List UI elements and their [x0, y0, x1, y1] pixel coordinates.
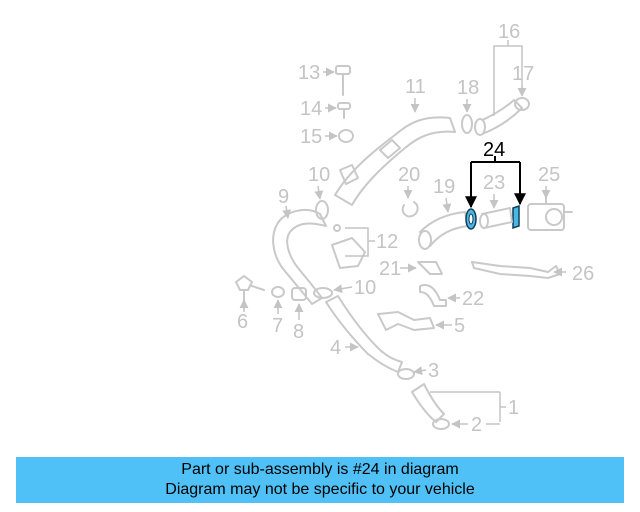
- part-11-intake-pipe: [334, 116, 456, 206]
- leader-12: [345, 227, 369, 257]
- part-22-bracket: [419, 284, 447, 307]
- part-14-stud: [337, 102, 351, 119]
- parts-diagram: 16 17 18 13 14 15 11 10 20 23 25 19 9 12…: [235, 21, 594, 436]
- leader-9: [282, 205, 292, 219]
- callout-4: 4: [330, 337, 341, 359]
- callout-3: 3: [428, 360, 439, 382]
- leader-10a: [314, 185, 324, 200]
- part-2-clamp: [432, 418, 450, 430]
- callout-6: 6: [237, 311, 248, 333]
- part-21-bracket: [417, 261, 443, 275]
- callout-25: 25: [538, 164, 560, 186]
- part-16-hose: [474, 99, 523, 136]
- callout-10-lower: 10: [354, 277, 376, 299]
- part-18-clamp: [461, 114, 473, 134]
- part-5-bracket: [377, 311, 435, 331]
- callout-10-upper: 10: [308, 164, 330, 186]
- part-17-oring: [514, 97, 530, 111]
- info-banner: Part or sub-assembly is #24 in diagram D…: [16, 457, 624, 503]
- callout-12: 12: [376, 231, 398, 253]
- leader-10b: [333, 284, 353, 294]
- part-20-clip: [401, 201, 419, 218]
- callout-14: 14: [300, 98, 322, 120]
- callout-16: 16: [498, 21, 520, 43]
- part-25-valve: [527, 195, 573, 231]
- part-23-pipe: [479, 207, 513, 229]
- part-6-bolt: [235, 275, 265, 309]
- callout-8: 8: [293, 321, 304, 343]
- callout-15: 15: [300, 126, 322, 148]
- callout-19: 19: [433, 176, 455, 198]
- part-13-bolt: [335, 65, 351, 96]
- banner-line-1: Part or sub-assembly is #24 in diagram: [181, 461, 459, 478]
- part-24-clamp-right: [512, 204, 520, 230]
- callout-9: 9: [278, 186, 289, 208]
- callout-1: 1: [508, 397, 519, 419]
- callout-22: 22: [462, 288, 484, 310]
- leader-19: [442, 197, 452, 213]
- callout-26: 26: [572, 263, 594, 285]
- part-24-clamp-left: [465, 208, 477, 230]
- callout-21: 21: [379, 258, 401, 280]
- callout-20: 20: [398, 164, 420, 186]
- part-4-pipe: [325, 295, 403, 373]
- callout-24: 24: [483, 139, 505, 161]
- callout-18: 18: [457, 77, 479, 99]
- callout-23: 23: [483, 172, 505, 194]
- part-1-hose: [411, 383, 445, 423]
- part-19-hose: [418, 211, 469, 250]
- part-9-hose: [272, 208, 327, 305]
- part-8-grommet: [291, 287, 307, 301]
- part-12-bracket: [331, 224, 366, 269]
- callout-2: 2: [471, 414, 482, 436]
- part-26-bracket: [471, 261, 561, 279]
- leader-3: [413, 366, 427, 376]
- part-3-clamp: [397, 368, 415, 380]
- banner-line-2: Diagram may not be specific to your vehi…: [165, 481, 475, 498]
- part-7-washer: [271, 286, 285, 298]
- part-15-nut: [338, 129, 354, 143]
- part-10-clamp-lower: [313, 287, 333, 299]
- callout-7: 7: [272, 315, 283, 337]
- callout-17: 17: [512, 63, 534, 85]
- callout-5: 5: [454, 315, 465, 337]
- callout-11: 11: [405, 76, 426, 98]
- callout-13: 13: [298, 62, 320, 84]
